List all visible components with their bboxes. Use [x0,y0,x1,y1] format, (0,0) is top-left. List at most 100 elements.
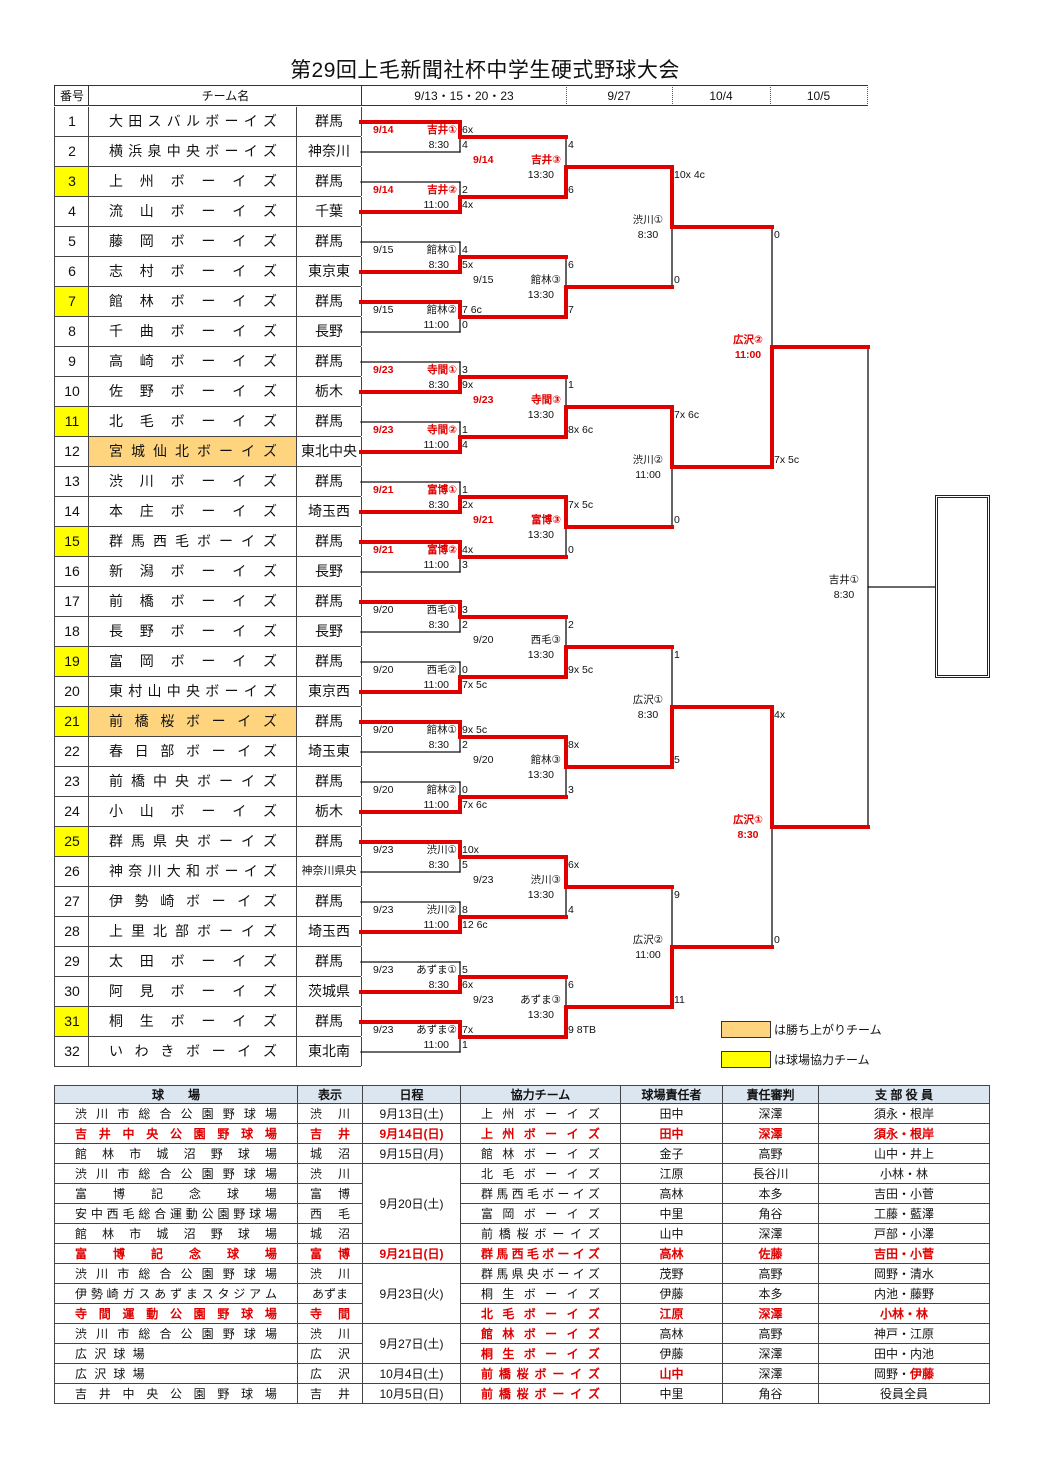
match-date-cell: 9月15日(月) [362,1143,461,1164]
cooperating-team: 前橋桜ボーイズ [460,1383,621,1404]
team-name: 長野ボーイズ [88,617,297,646]
match-score: 9x 5c [568,663,594,676]
match-score: 6 [568,258,574,271]
match-venue: 富博① [427,483,457,496]
team-number: 8 [54,317,89,346]
team-number: 27 [54,887,89,916]
match-score: 2 [568,618,574,631]
header-round-date-4: 10/5 [770,85,868,106]
match-date: 9/20 [373,663,394,676]
venue-display: 渋川 [297,1323,363,1344]
venue-name: 渋川市総合公園野球場 [54,1103,298,1124]
venue-display-text: 渋川 [310,1167,350,1181]
match-time: 11:00 [423,798,450,811]
venue-name-text: 吉井中央公園野球場 [75,1127,277,1141]
cooperating-team-text: 北毛ボーイズ [481,1307,600,1321]
branch-officials: 山中・井上 [818,1143,990,1164]
team-name: 館林ボーイズ [88,287,297,316]
team-number: 3 [54,167,89,196]
team-number: 2 [54,137,89,166]
team-number: 24 [54,797,89,826]
match-venue: 吉井③ [531,153,561,166]
venue-table-header: 日程 [362,1085,461,1104]
match-score: 6 [568,978,574,991]
venue-name: 吉井中央公園野球場 [54,1123,298,1144]
team-name: 志村ボーイズ [88,257,297,286]
cooperating-team: 北毛ボーイズ [460,1303,621,1324]
match-score: 0 [568,543,574,556]
match-score: 2 [462,738,468,751]
cooperating-team: 桐生ボーイズ [460,1343,621,1364]
match-date: 9/20 [473,753,494,766]
team-name: 小山ボーイズ [88,797,297,826]
match-score: 7 [568,303,574,316]
team-number: 9 [54,347,89,376]
match-date: 9/23 [373,1023,394,1036]
venue-manager: 高林 [620,1243,723,1264]
cooperating-team: 館林ボーイズ [460,1323,621,1344]
match-venue: 渋川② [426,903,457,916]
match-venue: 広沢② [733,333,763,346]
team-number: 26 [54,857,89,886]
team-number: 12 [54,437,89,466]
branch-officials: 岡野・伊藤 [818,1363,990,1384]
match-date-cell: 10月5日(日) [362,1383,461,1404]
venue-name: 館林市城沼野球場 [54,1223,298,1244]
match-date: 9/23 [373,903,394,916]
cooperating-team-text: 前橋桜ボーイズ [481,1387,600,1401]
page-title: 第29回上毛新聞社杯中学生硬式野球大会 [290,59,680,82]
legend-cooperating-label: は球場協力チーム [774,1053,870,1067]
cooperating-team-text: 群馬西毛ボーイズ [481,1247,600,1261]
official-name: 岡野・ [873,1367,910,1381]
venue-display: 富博 [297,1243,363,1264]
match-score: 7x 5c [462,678,488,691]
venue-display-text: 吉井 [310,1127,350,1141]
venue-table-row: 安中西毛総合運動公園野球場西毛富岡ボーイズ中里角谷工藤・藍澤 [54,1203,990,1224]
match-time: 8:30 [428,378,449,391]
venue-display-text: 西毛 [310,1207,350,1221]
official-name: 戸部・小澤 [873,1227,934,1241]
venue-name: 寺間運動公園野球場 [54,1303,298,1324]
venue-display-text: 富博 [310,1247,350,1261]
team-number: 14 [54,497,89,526]
team-name: 太田ボーイズ [88,947,297,976]
match-date: 9/23 [373,963,394,976]
official-name: 吉田・小菅 [873,1187,934,1201]
team-name: 前橋中央ボーイズ [88,767,297,796]
match-score: 9 [674,888,680,901]
match-time: 13:30 [527,888,554,901]
match-score: 4x [774,708,786,721]
match-venue: 館林② [426,303,457,316]
match-date: 9/20 [473,633,494,646]
match-score: 7 6c [462,303,482,316]
venue-name: 安中西毛総合運動公園野球場 [54,1203,298,1224]
venue-display: 城沼 [297,1143,363,1164]
team-name: 春日部ボーイズ [88,737,297,766]
venue-display: 吉井 [297,1383,363,1404]
official-name: 田中・内池 [873,1347,934,1361]
venue-manager: 伊藤 [620,1343,723,1364]
match-score: 7x 6c [674,408,700,421]
cooperating-team: 北毛ボーイズ [460,1163,621,1184]
team-number: 32 [54,1037,89,1066]
match-score: 1 [568,378,574,391]
match-date: 9/21 [373,483,394,496]
match-venue: 吉井② [427,183,457,196]
team-name: いわきボーイズ [88,1037,297,1066]
team-name: 富岡ボーイズ [88,647,297,676]
match-time: 13:30 [527,648,554,661]
match-time: 13:30 [527,1008,554,1021]
match-venue: 館林① [426,243,457,256]
match-score: 8x 6c [568,423,594,436]
champion-box [935,495,990,678]
team-number: 13 [54,467,89,496]
